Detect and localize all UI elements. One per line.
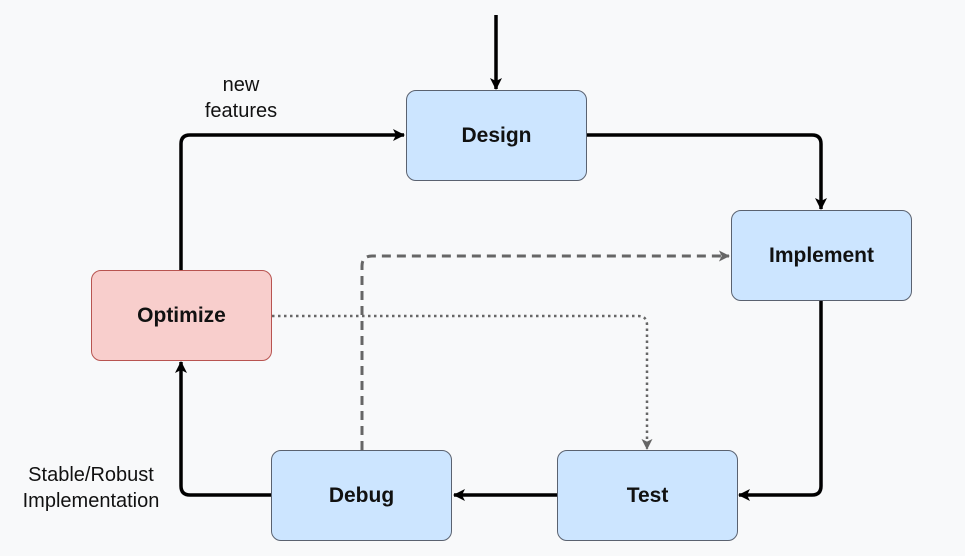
edge-design-to-implement — [586, 133, 827, 210]
node-design[interactable]: Design — [406, 90, 587, 181]
node-implement[interactable]: Implement — [731, 210, 912, 301]
node-optimize[interactable]: Optimize — [91, 270, 272, 361]
edge-implement-to-test — [738, 300, 823, 501]
new-features-label: new features — [186, 72, 296, 124]
stable-implementation-label: Stable/Robust Implementation — [2, 462, 180, 514]
edge-optimize-to-design — [179, 129, 405, 270]
stable-implementation-label-line2: Implementation — [22, 490, 160, 512]
edge-debug-to-optimize — [175, 361, 272, 497]
edge-debug-to-implement-dashed — [360, 250, 730, 450]
stable-implementation-label-line1: Stable/Robust — [28, 464, 154, 486]
node-test[interactable]: Test — [557, 450, 738, 541]
new-features-label-line1: new — [222, 74, 260, 96]
new-features-label-line2: features — [204, 100, 278, 122]
edge-optimize-to-test-dotted — [272, 314, 653, 450]
node-debug[interactable]: Debug — [271, 450, 452, 541]
